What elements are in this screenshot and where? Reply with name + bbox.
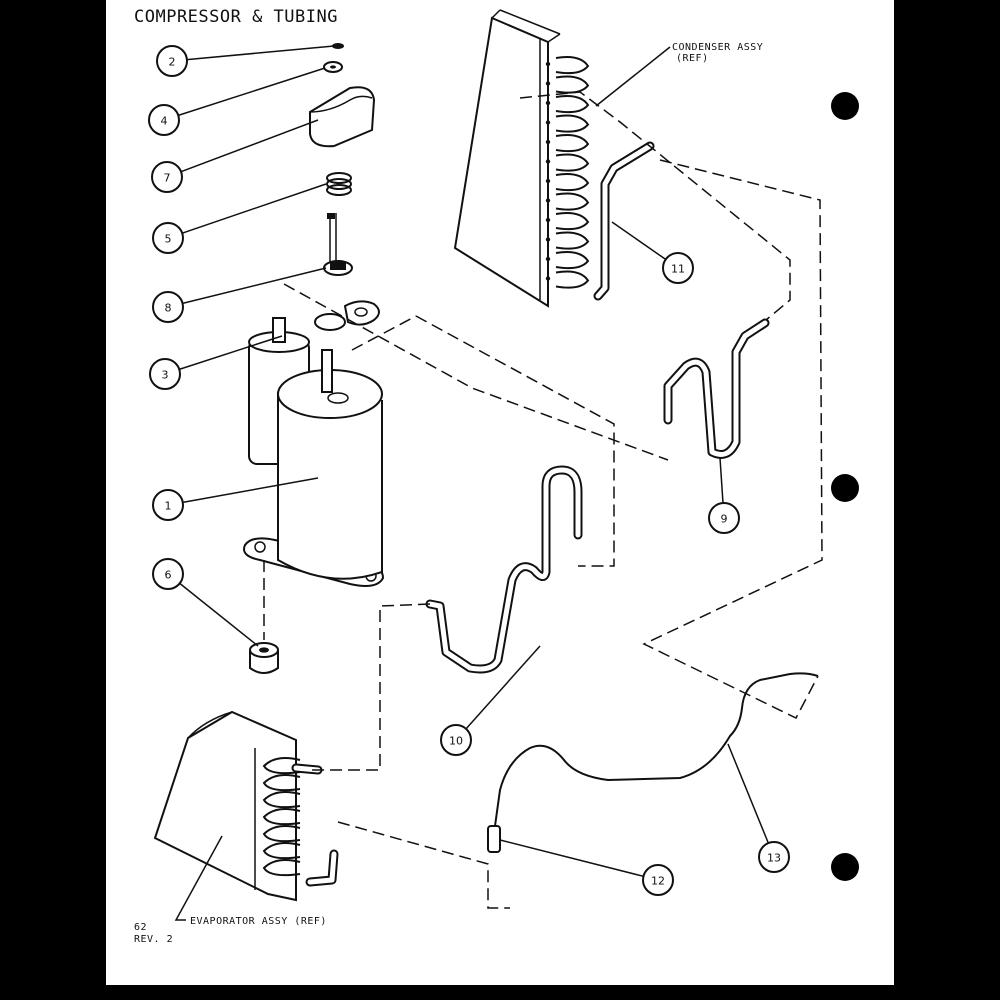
callout-leader bbox=[179, 582, 259, 647]
strainer-12 bbox=[487, 825, 501, 853]
condenser-coil-loop bbox=[555, 231, 590, 250]
page-number: 62 bbox=[134, 922, 147, 933]
callout-circle bbox=[149, 358, 181, 390]
callout-5: 5 bbox=[152, 183, 327, 254]
callout-leader bbox=[179, 335, 283, 371]
callout-9: 9 bbox=[708, 457, 740, 534]
condenser-coil-loop bbox=[555, 75, 590, 94]
callout-circle bbox=[148, 104, 180, 136]
callout-2: 2 bbox=[156, 45, 335, 77]
condenser-label: CONDENSER ASSY bbox=[672, 42, 763, 53]
callout-number: 3 bbox=[162, 369, 169, 382]
binder-hole-middle bbox=[831, 474, 859, 502]
routing-dashed-lines bbox=[263, 91, 823, 909]
evaporator-coil-loop bbox=[262, 859, 301, 877]
callout-4: 4 bbox=[148, 67, 326, 136]
binder-hole-top bbox=[831, 92, 859, 120]
callout-number: 9 bbox=[721, 513, 728, 526]
part-8-overload-protector bbox=[323, 213, 353, 276]
callout-number: 11 bbox=[671, 263, 685, 276]
callout-circle bbox=[642, 864, 674, 896]
evaporator-coil-loop bbox=[262, 842, 301, 860]
callout-leader bbox=[182, 267, 327, 305]
condenser-assembly bbox=[453, 9, 590, 308]
callout-circle bbox=[151, 161, 183, 193]
callout-number: 4 bbox=[161, 115, 168, 128]
callout-leader bbox=[180, 119, 319, 173]
callout-circle bbox=[152, 222, 184, 254]
tube-11 bbox=[593, 141, 655, 301]
part-6-grommet bbox=[249, 642, 279, 674]
callout-circle bbox=[156, 45, 188, 77]
condenser-coil-loop bbox=[555, 153, 590, 172]
tube-10 bbox=[425, 465, 583, 674]
evaporator-coil-loop bbox=[262, 774, 301, 792]
condenser-ref-label: (REF) bbox=[676, 53, 709, 64]
condenser-coil-loop bbox=[555, 251, 590, 270]
callout-number: 13 bbox=[767, 852, 781, 865]
callout-leader bbox=[499, 839, 644, 878]
condenser-coil-loop bbox=[555, 95, 590, 114]
condenser-coil-loop bbox=[555, 192, 590, 211]
callout-circle bbox=[152, 291, 184, 323]
callout-3: 3 bbox=[149, 335, 283, 390]
evaporator-assembly bbox=[153, 710, 339, 902]
callout-circle bbox=[708, 502, 740, 534]
callout-number: 5 bbox=[165, 233, 172, 246]
callout-circle bbox=[662, 252, 694, 284]
callout-number: 12 bbox=[651, 875, 665, 888]
callout-circle bbox=[152, 558, 184, 590]
diagram-title: COMPRESSOR & TUBING bbox=[134, 7, 338, 27]
part-5-spring-clip bbox=[326, 172, 352, 196]
part-7-terminal-cover bbox=[309, 86, 376, 148]
callout-8: 8 bbox=[152, 267, 327, 323]
evaporator-coil-loop bbox=[262, 808, 301, 826]
callout-leader bbox=[727, 743, 770, 844]
condenser-coil-loop bbox=[555, 270, 590, 289]
callout-leader bbox=[186, 45, 335, 61]
callout-circle bbox=[440, 724, 472, 756]
callout-12: 12 bbox=[499, 839, 674, 896]
evaporator-coil-loop bbox=[262, 757, 301, 775]
callout-leader bbox=[465, 645, 541, 730]
binder-hole-bottom bbox=[831, 853, 859, 881]
evaporator-coil-loop bbox=[262, 791, 301, 809]
revision-label: REV. 2 bbox=[134, 934, 173, 945]
callout-11: 11 bbox=[611, 221, 694, 284]
evaporator-leader bbox=[174, 835, 223, 921]
callout-leader bbox=[182, 477, 319, 504]
evaporator-label: EVAPORATOR ASSY (REF) bbox=[190, 916, 327, 927]
compressor bbox=[243, 317, 385, 587]
callout-10: 10 bbox=[440, 645, 541, 756]
callout-leader bbox=[611, 221, 667, 261]
callout-leader bbox=[178, 67, 326, 117]
condenser-coil-loop bbox=[555, 56, 590, 75]
callout-leader bbox=[181, 183, 327, 234]
condenser-coil-loop bbox=[555, 134, 590, 153]
callout-number: 6 bbox=[165, 569, 172, 582]
callout-number: 2 bbox=[169, 56, 176, 69]
callout-7: 7 bbox=[151, 119, 319, 193]
callout-circle bbox=[152, 489, 184, 521]
callout-number: 1 bbox=[165, 500, 172, 513]
part-3-gasket bbox=[314, 300, 380, 331]
callout-6: 6 bbox=[152, 558, 259, 647]
condenser-coil-loop bbox=[555, 212, 590, 231]
condenser-leader bbox=[595, 46, 671, 107]
callout-number: 10 bbox=[449, 735, 463, 748]
condenser-coil-loop bbox=[555, 173, 590, 192]
capillary-tube-13 bbox=[494, 672, 819, 827]
part-2-screw bbox=[332, 43, 344, 49]
callout-13: 13 bbox=[727, 743, 790, 873]
callout-circle bbox=[758, 841, 790, 873]
tube-9 bbox=[663, 318, 770, 459]
callout-1: 1 bbox=[152, 477, 319, 521]
callout-number: 7 bbox=[164, 172, 171, 185]
condenser-coil-loop bbox=[555, 114, 590, 133]
callout-number: 8 bbox=[165, 302, 172, 315]
callout-leader bbox=[719, 457, 724, 504]
evaporator-coil-loop bbox=[262, 825, 301, 843]
